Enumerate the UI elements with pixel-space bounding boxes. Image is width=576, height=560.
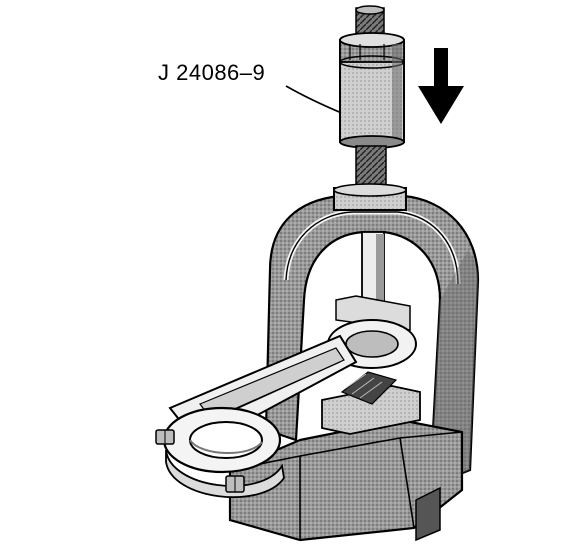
callout-leader-line: [285, 85, 345, 115]
press-tool-body: [339, 32, 405, 149]
press-direction-arrow-icon: [418, 48, 464, 124]
connecting-rod: [155, 319, 417, 498]
rod-cap-bolt-icon: [155, 429, 175, 445]
tool-callout-label: J 24086–9: [158, 60, 266, 85]
rod-cap-bolt-icon: [225, 475, 245, 493]
